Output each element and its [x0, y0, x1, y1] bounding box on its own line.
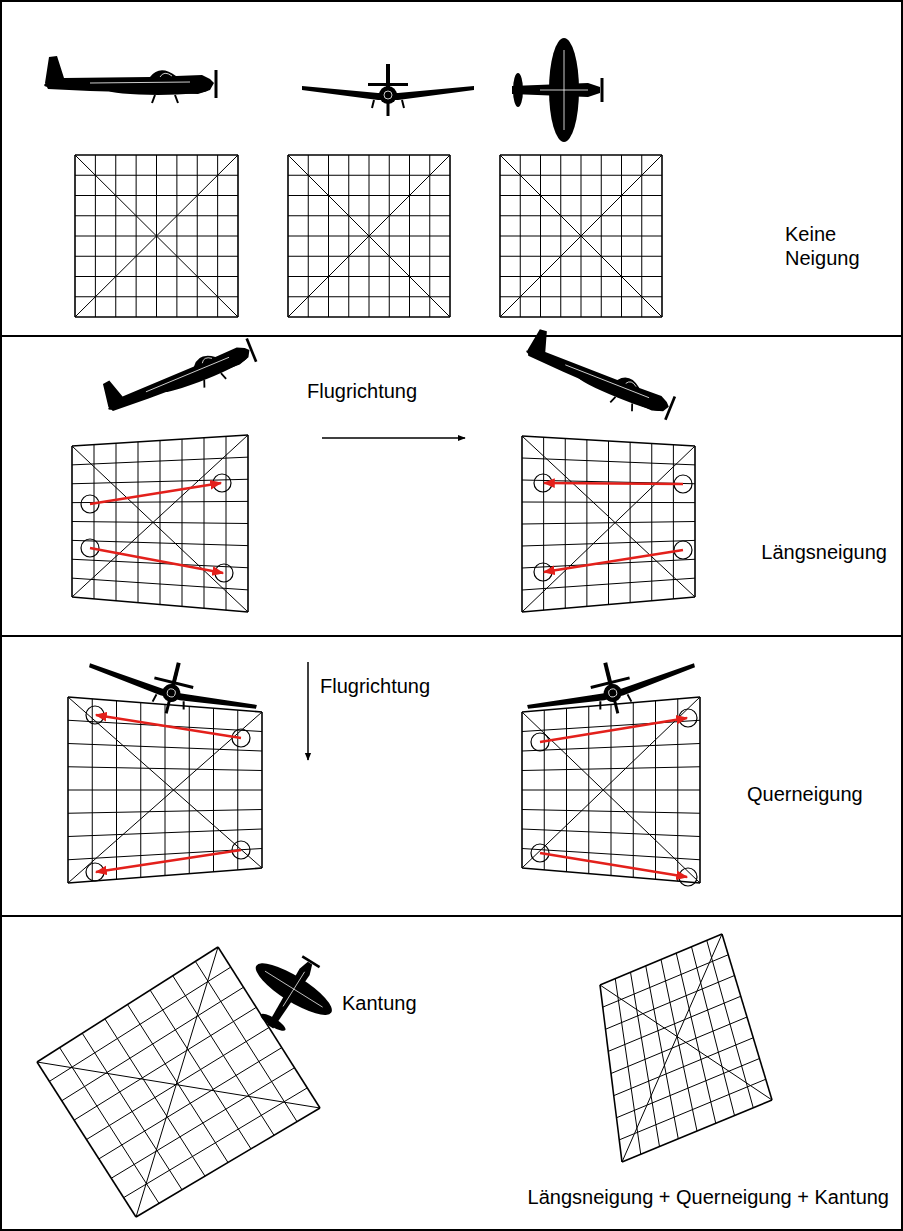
image-grid [72, 435, 248, 612]
image-grid [37, 947, 320, 1217]
plane-front [302, 64, 474, 116]
plane-side [98, 327, 257, 424]
image-grid [600, 934, 772, 1162]
image-grids [37, 155, 772, 1217]
plane-front [83, 642, 262, 734]
image-grid [522, 697, 700, 883]
image-grid [500, 155, 662, 317]
direction-arrow [322, 437, 465, 439]
image-grid [288, 155, 450, 317]
plane-side [44, 56, 216, 103]
panel-label: Längsneigung + Querneigung + Kantung [528, 1185, 889, 1209]
panel-label: Querneigung [747, 782, 863, 806]
panel-band: Keine Neigung [0, 0, 903, 337]
plane-top [233, 938, 349, 1050]
displacement-arrows [90, 483, 687, 877]
direction-arrow [307, 662, 309, 760]
plane-top [512, 38, 602, 142]
image-grid [522, 436, 695, 612]
panel-label: Keine Neigung [785, 222, 885, 270]
plane-side [520, 327, 679, 424]
panel-band: FlugrichtungQuerneigung [0, 635, 903, 917]
image-grid [75, 155, 238, 317]
image-grid [68, 697, 262, 883]
panel-label: Flugrichtung [307, 379, 417, 403]
panel-label: Kantung [342, 991, 417, 1015]
panel-label: Flugrichtung [320, 674, 430, 698]
panel-band: KantungLängsneigung + Querneigung + Kant… [0, 915, 903, 1231]
panel-label: Längsneigung [761, 540, 887, 564]
point-circles [81, 474, 697, 886]
panel-band: FlugrichtungLängsneigung [0, 335, 903, 637]
